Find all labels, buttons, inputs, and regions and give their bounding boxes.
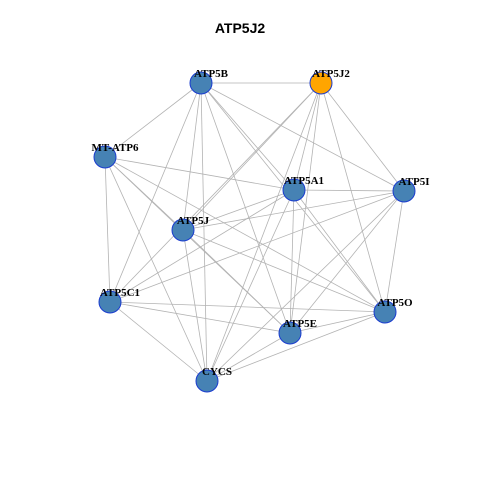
node-label: ATP5J <box>177 215 210 227</box>
edge-atp5j2-atp5o <box>320 82 386 313</box>
node-circle <box>98 290 122 314</box>
edge-mt-atp6-atp5c1 <box>104 156 111 303</box>
edge-atp5b-mt-atp6 <box>104 82 202 158</box>
edge-atp5c1-cycs <box>109 301 208 382</box>
edge-atp5b-atp5e <box>200 82 291 334</box>
node-label: ATP5C1 <box>100 287 140 299</box>
edge-mt-atp6-cycs <box>104 156 208 382</box>
edge-atp5a1-atp5o <box>293 189 386 313</box>
node-circle <box>189 71 213 95</box>
edge-atp5b-atp5c1 <box>109 82 202 303</box>
edge-atp5j2-atp5i <box>320 82 405 192</box>
edge-atp5j2-atp5a1 <box>293 82 322 191</box>
edge-atp5o-cycs <box>206 311 386 382</box>
node-atp5a1: ATP5A1 <box>282 175 324 202</box>
edge-atp5b-atp5i <box>200 82 405 192</box>
node-atp5e: ATP5E <box>278 318 317 345</box>
edge-atp5b-atp5a1 <box>200 82 295 191</box>
node-label: ATP5O <box>377 297 413 309</box>
node-atp5b: ATP5B <box>189 68 229 95</box>
node-mt-atp6: MT-ATP6 <box>91 142 139 169</box>
edge-atp5j-cycs <box>182 229 208 382</box>
edge-atp5a1-atp5j <box>182 189 295 231</box>
edge-atp5i-atp5c1 <box>109 190 405 303</box>
edge-atp5i-atp5j <box>182 190 405 231</box>
edge-atp5c1-atp5e <box>109 301 291 334</box>
edge-atp5a1-cycs <box>206 189 295 382</box>
edge-atp5e-cycs <box>206 332 291 382</box>
node-circle <box>171 218 195 242</box>
edges-layer <box>104 82 405 382</box>
edge-atp5i-atp5o <box>384 190 405 313</box>
edge-atp5a1-atp5i <box>293 189 405 192</box>
node-atp5j2: ATP5J2 <box>309 68 350 95</box>
edge-atp5a1-atp5e <box>289 189 295 334</box>
edge-atp5j2-cycs <box>206 82 322 382</box>
node-label: CYCS <box>202 366 232 378</box>
node-circle <box>195 369 219 393</box>
edge-mt-atp6-atp5a1 <box>104 156 295 191</box>
node-label: ATP5I <box>399 176 430 188</box>
node-circle <box>392 179 416 203</box>
node-circle <box>282 178 306 202</box>
node-cycs: CYCS <box>195 366 232 393</box>
edge-atp5b-cycs <box>200 82 208 382</box>
edge-atp5b-atp5j <box>182 82 202 231</box>
node-circle <box>373 300 397 324</box>
edge-atp5o-atp5e <box>289 311 386 334</box>
edge-atp5j2-atp5c1 <box>109 82 322 303</box>
edge-mt-atp6-atp5o <box>104 156 386 313</box>
edge-atp5i-cycs <box>206 190 405 382</box>
node-label: MT-ATP6 <box>91 142 139 154</box>
node-atp5i: ATP5I <box>392 176 430 203</box>
node-atp5j: ATP5J <box>171 215 210 242</box>
node-label: ATP5E <box>283 318 317 330</box>
node-label: ATP5J2 <box>312 68 350 80</box>
edge-atp5j2-atp5j <box>182 82 322 231</box>
node-atp5c1: ATP5C1 <box>98 287 140 314</box>
node-circle <box>309 71 333 95</box>
edge-atp5a1-atp5c1 <box>109 189 295 303</box>
node-circle <box>93 145 117 169</box>
edge-atp5j-atp5o <box>182 229 386 313</box>
node-atp5o: ATP5O <box>373 297 413 324</box>
node-label: ATP5A1 <box>284 175 324 187</box>
node-label: ATP5B <box>194 68 229 80</box>
edge-atp5c1-atp5o <box>109 301 386 313</box>
edge-atp5j-atp5e <box>182 229 291 334</box>
node-circle <box>278 321 302 345</box>
graph-title: ATP5J2 <box>214 20 266 36</box>
